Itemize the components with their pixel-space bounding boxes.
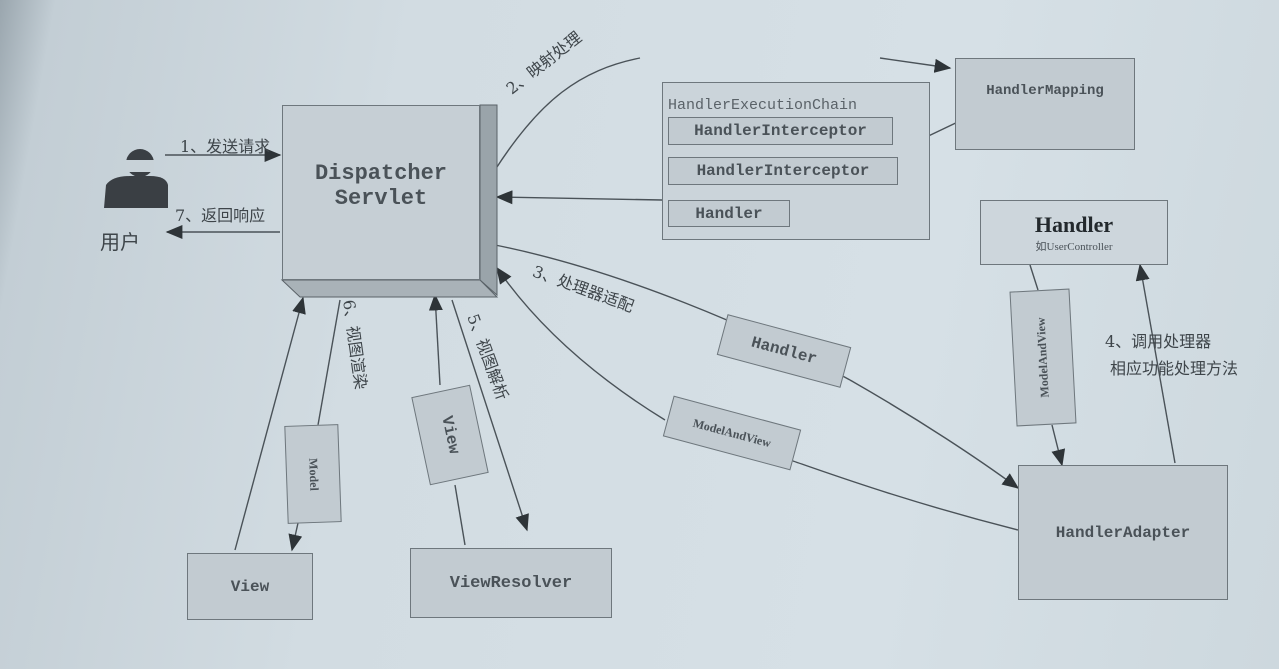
handler-title: Handler [1034, 211, 1114, 237]
chain-interceptor-2: HandlerInterceptor [668, 157, 898, 185]
arrow-view-render-up [234, 296, 306, 551]
chain-title: HandlerExecutionChain [668, 97, 858, 114]
handler-mapping-box: HandlerMapping [955, 58, 1135, 150]
arrow-mav-return [789, 459, 1019, 531]
model-and-view-vertical-tag: ModelAndView [1009, 288, 1077, 427]
handler-adapter-box: HandlerAdapter [1018, 465, 1228, 600]
view-box: View [187, 553, 313, 620]
step-4-label-1: 4、调用处理器 [1105, 332, 1212, 351]
dispatcher-line2: Servlet [334, 186, 428, 211]
tag-label: View [437, 414, 463, 456]
handler-subtitle: 如UserController [1035, 240, 1113, 253]
step-1-label: 1、发送请求 [180, 137, 271, 156]
chain-handler: Handler [668, 200, 790, 227]
tag-label: ModelAndView [1033, 317, 1052, 398]
arrow-mapping [494, 57, 641, 171]
dispatcher-line1: Dispatcher [314, 161, 448, 186]
dispatcher-bottom [280, 279, 499, 298]
step-7-label: 7、返回响应 [175, 206, 266, 225]
view-resolver-box: ViewResolver [410, 548, 612, 618]
step-4-label-2: 相应功能处理方法 [1110, 359, 1239, 378]
arrow-resolve-down [451, 299, 529, 532]
dispatcher-side [479, 104, 498, 297]
arrow-invoke-handler [1135, 263, 1176, 464]
chain-interceptor-1: HandlerInterceptor [668, 117, 893, 145]
arrow-chain-return [495, 190, 663, 205]
tag-label: Model [305, 457, 322, 491]
arrow-view-up [454, 484, 466, 546]
user-label: 用户 [100, 230, 140, 254]
dispatcher-servlet-box: Dispatcher Servlet [282, 105, 480, 280]
handler-box: Handler 如UserController [980, 200, 1168, 265]
handler-execution-chain: HandlerExecutionChain HandlerInterceptor… [662, 82, 930, 240]
model-tag: Model [284, 424, 342, 524]
user-icon [104, 149, 168, 208]
